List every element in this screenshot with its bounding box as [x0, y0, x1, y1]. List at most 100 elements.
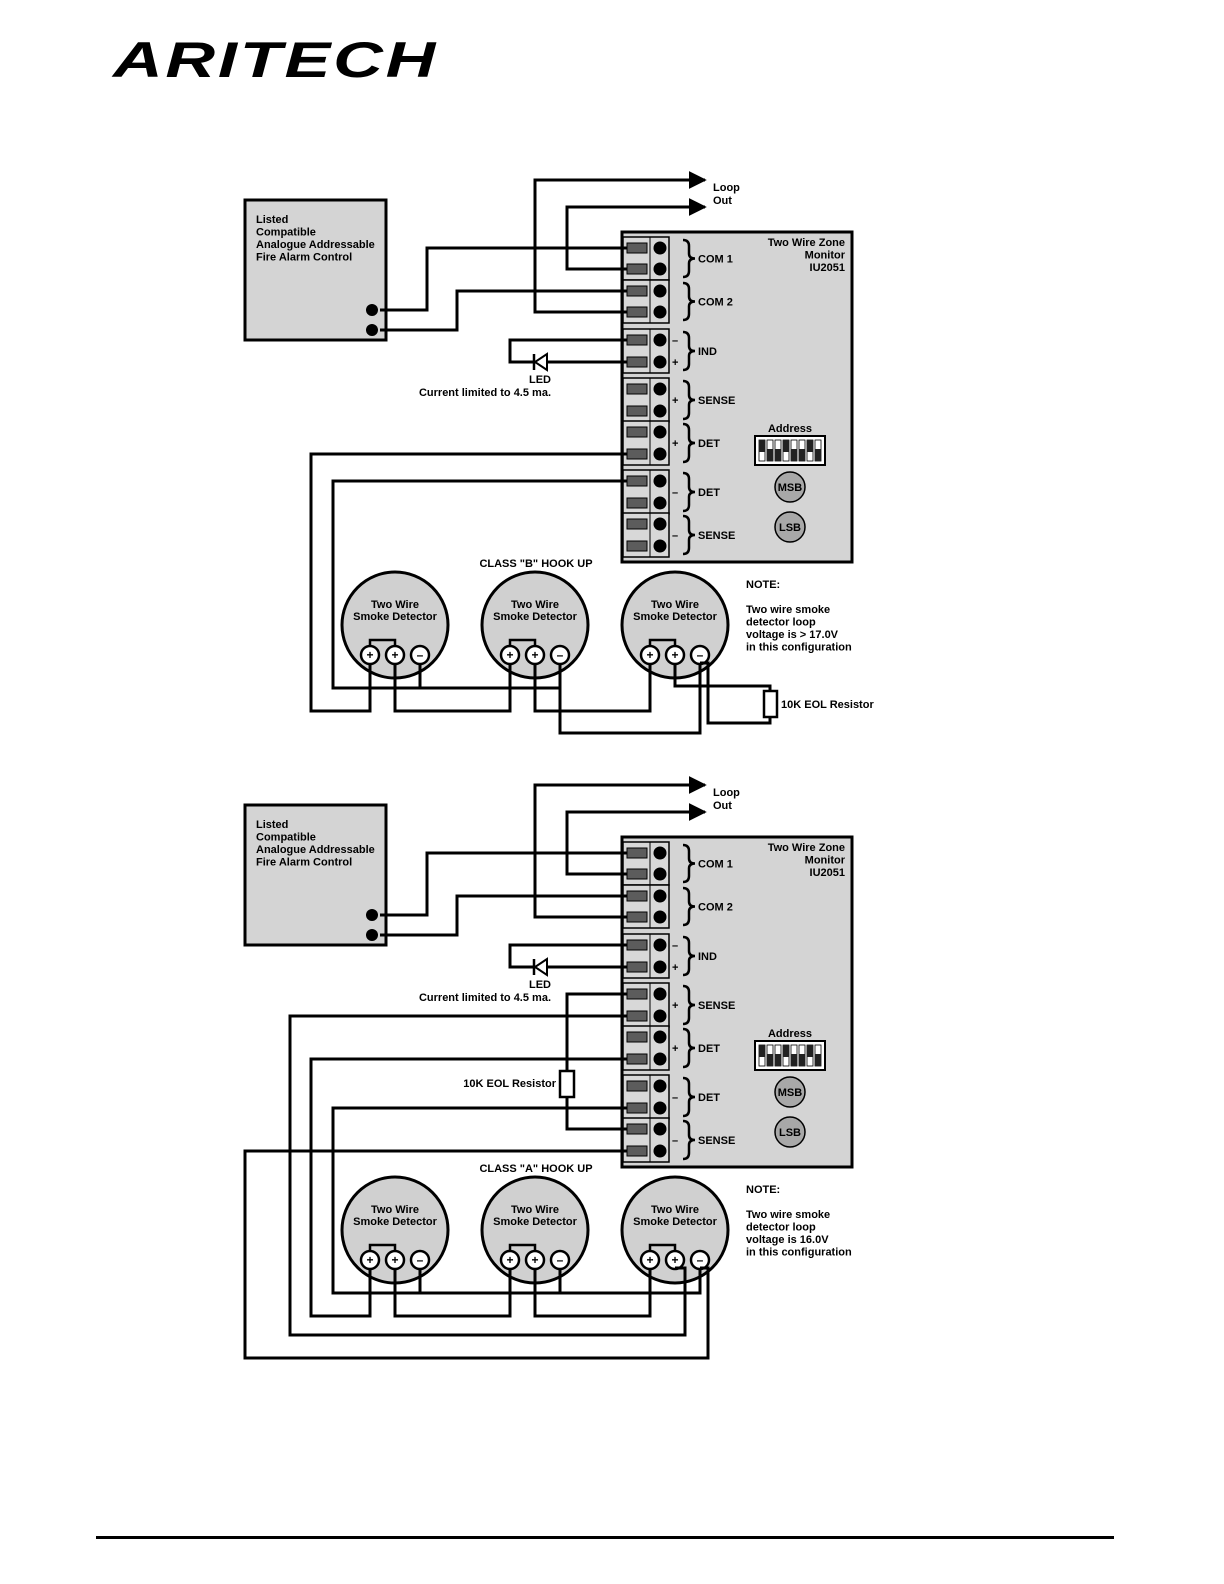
terminal-brace — [682, 1119, 696, 1161]
detector-label-line: Smoke Detector — [353, 1216, 437, 1228]
address-dip-switch — [754, 1040, 826, 1071]
wire-det-plus — [309, 452, 627, 713]
note-line: detector loop — [746, 1222, 816, 1234]
detector-terminal-sign: + — [531, 1253, 538, 1267]
aritech-logo: ARITECH — [110, 32, 436, 88]
panel-terminal-1 — [366, 909, 378, 921]
dip-toggle — [783, 1045, 789, 1057]
detector-terminal-sign: – — [697, 648, 704, 662]
dip-toggle — [807, 440, 813, 452]
address-label: Address — [768, 1028, 812, 1040]
detector-terminal-sign: + — [671, 1253, 678, 1267]
dip-toggle — [775, 1054, 781, 1066]
dip-toggle — [783, 440, 789, 452]
terminal-screw — [653, 1009, 667, 1023]
lsb-rotary-switch — [774, 1116, 806, 1148]
wire-det-minus — [331, 1106, 627, 1295]
terminal-slot — [626, 426, 648, 438]
address-dip-switch — [754, 435, 826, 466]
wire-eol-top — [673, 663, 772, 691]
module-title-line: Monitor — [805, 250, 846, 262]
terminal-label-com-2: COM 2 — [698, 902, 733, 914]
note-line: Two wire smoke — [746, 1209, 830, 1221]
module-title-line: IU2051 — [810, 867, 845, 879]
led-diode-symbol — [533, 352, 548, 372]
terminal-label-det: DET — [698, 1043, 720, 1055]
terminal-brace — [682, 843, 696, 884]
terminal-screw — [653, 355, 667, 369]
detector-label-line: Two Wire — [371, 1204, 419, 1216]
lsb-label: LSB — [779, 522, 801, 534]
terminal-slot — [626, 285, 648, 297]
dip-toggle — [791, 449, 797, 461]
fire-alarm-control-panel — [243, 198, 388, 342]
terminal-slot — [626, 911, 648, 923]
detector-terminal-sign: + — [531, 648, 538, 662]
msb-rotary-switch — [774, 471, 806, 503]
panel-terminal-1 — [366, 304, 378, 316]
note-line: Two wire smoke — [746, 604, 830, 616]
terminal-screw — [653, 404, 667, 418]
wire-loop-out-2 — [533, 776, 707, 919]
terminal-screw — [653, 1079, 667, 1093]
detector-label-line: Smoke Detector — [493, 1216, 577, 1228]
panel-label-line: Compatible — [256, 227, 316, 239]
terminal-sign: – — [672, 940, 678, 952]
panel-terminal-2 — [366, 929, 378, 941]
dip-toggle — [767, 1054, 773, 1066]
terminal-brace — [682, 1027, 696, 1069]
terminal-label-sense: SENSE — [698, 530, 735, 542]
terminal-slot — [626, 1123, 648, 1135]
fire-alarm-control-panel — [243, 803, 388, 947]
terminal-sign: – — [672, 1135, 678, 1147]
terminal-label-com-2: COM 2 — [698, 297, 733, 309]
detector-terminal-sign: + — [391, 648, 398, 662]
terminal-slot — [626, 1010, 648, 1022]
terminal-screw — [653, 987, 667, 1001]
dip-toggle — [759, 440, 765, 452]
terminal-brace — [682, 984, 696, 1026]
terminal-sign: – — [672, 530, 678, 542]
terminal-slot — [626, 890, 648, 902]
detector-label-line: Two Wire — [511, 1204, 559, 1216]
wire-det-plus — [309, 1057, 627, 1318]
terminal-brace — [682, 422, 696, 464]
msb-label: MSB — [778, 482, 803, 494]
eol-resistor-label: 10K EOL Resistor — [463, 1078, 556, 1090]
wire-panel-com2 — [380, 894, 627, 937]
led-diode-symbol — [533, 957, 548, 977]
loop-label: Loop — [713, 787, 740, 799]
wire-loop-out-2 — [533, 171, 707, 314]
lsb-rotary-switch — [774, 511, 806, 543]
terminal-slot — [626, 1080, 648, 1092]
terminal-label-com-1: COM 1 — [698, 254, 733, 266]
wire-loop-out-1 — [565, 198, 707, 271]
panel-label-line: Analogue Addressable — [256, 239, 375, 251]
terminal-screw — [653, 305, 667, 319]
terminal-sign: – — [672, 1092, 678, 1104]
terminal-screw — [653, 382, 667, 396]
detector-terminal-sign: – — [697, 1253, 704, 1267]
hookup-title: CLASS "B" HOOK UP — [479, 558, 592, 570]
terminal-slot — [626, 475, 648, 487]
detector-label-line: Smoke Detector — [353, 611, 437, 623]
dip-toggle — [767, 449, 773, 461]
terminal-brace — [682, 886, 696, 927]
footer-rule — [96, 1536, 1114, 1539]
terminal-screw — [653, 846, 667, 860]
wire-panel-com1 — [380, 246, 627, 312]
detector-label-line: Smoke Detector — [633, 611, 717, 623]
detector-label-line: Two Wire — [651, 1204, 699, 1216]
detector-terminal-sign: – — [557, 1253, 564, 1267]
terminal-slot — [626, 868, 648, 880]
terminal-slot — [626, 988, 648, 1000]
wire-det-minus-chain-2 — [560, 1268, 702, 1295]
detector-terminal-sign: + — [646, 1253, 653, 1267]
detector-terminal-sign: + — [506, 1253, 513, 1267]
